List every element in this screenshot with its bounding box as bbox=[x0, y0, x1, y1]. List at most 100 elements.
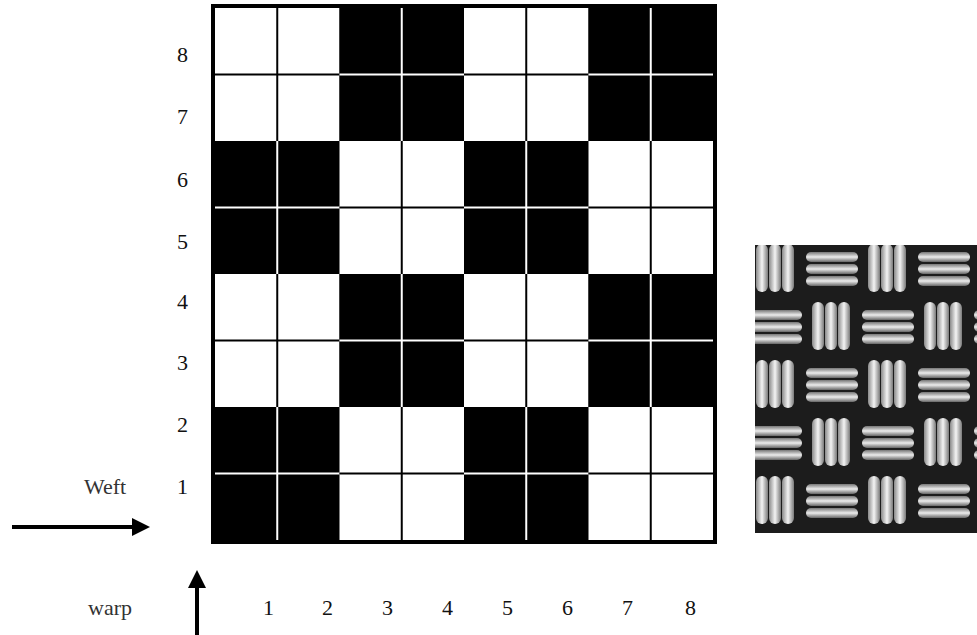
grid-cell bbox=[464, 274, 526, 341]
grid-line bbox=[464, 74, 589, 76]
grid-cell bbox=[215, 8, 277, 75]
weft-yarn bbox=[862, 334, 914, 344]
warp-yarn bbox=[825, 302, 837, 350]
row-number: 6 bbox=[177, 169, 188, 191]
weft-yarn bbox=[755, 450, 802, 460]
weft-yarn bbox=[918, 276, 970, 286]
weft-yarn bbox=[806, 368, 858, 378]
weft-yarn bbox=[806, 380, 858, 390]
warp-yarn bbox=[894, 360, 906, 408]
grid-cell bbox=[215, 274, 277, 341]
grid-cell bbox=[526, 407, 588, 474]
weft-yarn bbox=[974, 334, 977, 344]
grid-cell bbox=[464, 474, 526, 541]
grid-cell bbox=[589, 341, 651, 408]
grid-cell bbox=[651, 75, 713, 142]
weft-yarn bbox=[755, 310, 802, 320]
grid-cell bbox=[215, 474, 277, 541]
grid-cell bbox=[340, 274, 402, 341]
grid-cell bbox=[464, 341, 526, 408]
warp-yarn bbox=[769, 245, 781, 292]
grid-cell bbox=[277, 341, 339, 408]
weft-yarn bbox=[806, 496, 858, 506]
column-number: 8 bbox=[685, 597, 696, 619]
row-number: 1 bbox=[177, 476, 188, 498]
grid-cell bbox=[589, 141, 651, 208]
grid-cell bbox=[340, 474, 402, 541]
grid-cell bbox=[526, 75, 588, 142]
grid-cell bbox=[402, 75, 464, 142]
grid-cell bbox=[526, 141, 588, 208]
warp-yarn bbox=[868, 245, 880, 292]
warp-yarn bbox=[756, 476, 768, 524]
warp-yarn bbox=[782, 476, 794, 524]
grid-line bbox=[340, 74, 465, 76]
axis-label: warp bbox=[88, 597, 132, 619]
warp-yarn bbox=[868, 360, 880, 408]
warp-yarn bbox=[950, 418, 962, 466]
warp-yarn bbox=[825, 418, 837, 466]
grid-cell bbox=[589, 75, 651, 142]
grid-cell bbox=[402, 341, 464, 408]
grid-cell bbox=[340, 407, 402, 474]
grid-cell bbox=[277, 75, 339, 142]
grid-cell bbox=[464, 141, 526, 208]
weft-yarn bbox=[918, 368, 970, 378]
grid-cell bbox=[215, 141, 277, 208]
weft-yarn bbox=[806, 484, 858, 494]
column-number: 4 bbox=[442, 597, 453, 619]
warp-arrow bbox=[195, 586, 199, 635]
grid-cell bbox=[464, 75, 526, 142]
grid-line bbox=[464, 207, 589, 209]
warp-yarn bbox=[881, 360, 893, 408]
grid-line bbox=[589, 340, 714, 342]
grid-cell bbox=[651, 208, 713, 275]
grid-cell bbox=[589, 208, 651, 275]
weft-yarn bbox=[862, 450, 914, 460]
column-number: 7 bbox=[622, 597, 633, 619]
grid-cell bbox=[402, 474, 464, 541]
column-number: 2 bbox=[322, 597, 333, 619]
weft-yarn bbox=[862, 310, 914, 320]
grid-line bbox=[340, 340, 465, 342]
warp-yarn bbox=[838, 418, 850, 466]
row-number: 2 bbox=[177, 414, 188, 436]
grid-cell bbox=[526, 474, 588, 541]
grid-cell bbox=[589, 8, 651, 75]
grid-cell bbox=[277, 274, 339, 341]
warp-arrowhead bbox=[188, 570, 206, 588]
grid-cell bbox=[589, 407, 651, 474]
grid-cell bbox=[340, 8, 402, 75]
grid-cell bbox=[277, 141, 339, 208]
grid-cell bbox=[402, 8, 464, 75]
grid-cell bbox=[215, 208, 277, 275]
row-number: 5 bbox=[177, 231, 188, 253]
grid-cell bbox=[651, 474, 713, 541]
grid-line bbox=[215, 74, 340, 76]
row-number: 4 bbox=[177, 291, 188, 313]
grid-cell bbox=[464, 407, 526, 474]
grid-line bbox=[589, 473, 714, 475]
weft-yarn bbox=[806, 264, 858, 274]
warp-yarn bbox=[924, 418, 936, 466]
weave-draft-grid bbox=[211, 4, 717, 544]
grid-cell bbox=[589, 274, 651, 341]
fabric-ground bbox=[755, 245, 977, 533]
grid-cell bbox=[277, 8, 339, 75]
grid-line bbox=[215, 340, 340, 342]
weft-yarn bbox=[755, 322, 802, 332]
warp-yarn bbox=[838, 302, 850, 350]
weft-yarn bbox=[755, 334, 802, 344]
weft-yarn bbox=[918, 496, 970, 506]
grid-cell bbox=[651, 141, 713, 208]
row-number: 7 bbox=[177, 106, 188, 128]
row-number: 8 bbox=[177, 44, 188, 66]
warp-yarn bbox=[782, 360, 794, 408]
grid-border bbox=[211, 4, 717, 544]
axis-label: Weft bbox=[84, 476, 126, 498]
grid-cell bbox=[402, 208, 464, 275]
grid-cell bbox=[651, 274, 713, 341]
weft-yarn bbox=[918, 508, 970, 518]
grid-cell bbox=[526, 8, 588, 75]
warp-yarn bbox=[769, 360, 781, 408]
